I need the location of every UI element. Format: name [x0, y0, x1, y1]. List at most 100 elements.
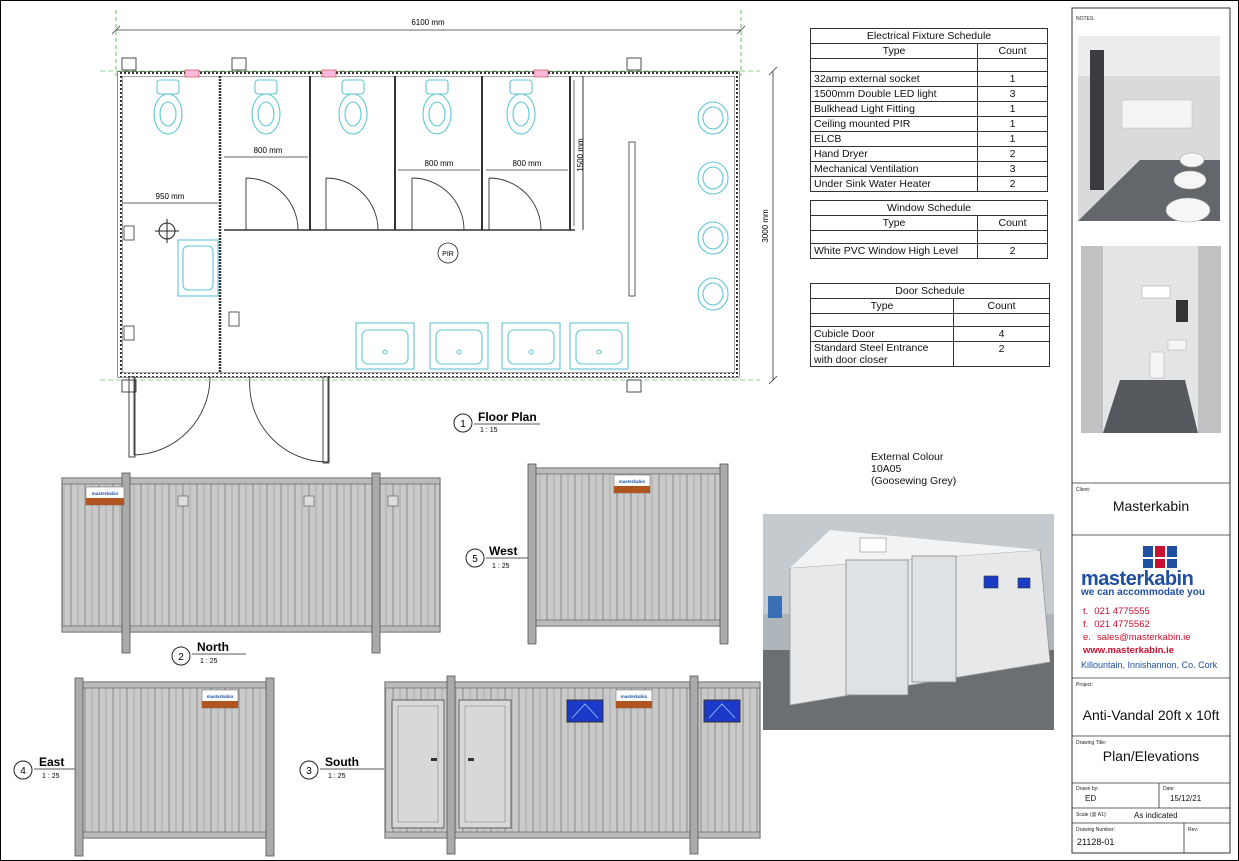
interior-photo-1 [1078, 36, 1220, 223]
electrical-col-count: Count [977, 43, 1048, 59]
drawn-by: ED [1085, 794, 1097, 803]
south-window-1 [566, 699, 604, 723]
website-link[interactable]: www.masterkabin.ie [1083, 645, 1174, 656]
dim-3000: 3000 mm [761, 209, 770, 243]
drawing-number: 21128-01 [1077, 837, 1115, 847]
svg-text:1 : 25: 1 : 25 [328, 773, 346, 780]
floor-plan: PIR 950 mm 800 mm 800 mm 800 mm 1500 mm [117, 57, 740, 464]
door-title: Door Schedule [810, 283, 1050, 299]
svg-text:West: West [489, 544, 517, 558]
overall-width-dimension: 6100 mm [111, 10, 746, 76]
svg-text:1 : 25: 1 : 25 [200, 658, 218, 665]
svg-text:masterkabin: masterkabin [619, 479, 646, 484]
dim-950: 950 mm [156, 192, 185, 201]
email-line[interactable]: e.sales@masterkabin.ie [1083, 632, 1191, 643]
svg-text:1 : 25: 1 : 25 [492, 563, 510, 570]
rev-label: Rev: [1188, 827, 1199, 833]
external-colour-note: External Colour 10A05 (Goosewing Grey) [871, 451, 957, 487]
client-label: Client: [1076, 487, 1091, 493]
svg-text:3: 3 [306, 766, 312, 777]
drawing-title: Plan/Elevations [1102, 748, 1200, 764]
date: 15/12/21 [1170, 794, 1202, 803]
south-door-1 [391, 699, 445, 829]
svg-text:1 : 25: 1 : 25 [42, 773, 60, 780]
window-col-count: Count [977, 215, 1048, 231]
drawing-title-label: Drawing Title: [1076, 740, 1107, 746]
notes-label: NOTES: [1076, 16, 1095, 22]
pir-label: PIR [442, 251, 454, 258]
door-col-count: Count [953, 298, 1050, 314]
electrical-title: Electrical Fixture Schedule [810, 28, 1048, 44]
svg-text:masterkabin: masterkabin [621, 694, 648, 699]
east-elevation: masterkabin [74, 677, 275, 857]
callout-west: 5 West 1 : 25 [465, 544, 528, 570]
date-label: Date: [1163, 786, 1175, 792]
grid-guides [100, 70, 760, 381]
svg-text:masterkabin: masterkabin [207, 694, 234, 699]
svg-text:South: South [325, 755, 359, 769]
south-elevation: masterkabin [384, 675, 761, 855]
svg-text:1 : 15: 1 : 15 [480, 427, 498, 434]
unit-photo [763, 514, 1054, 730]
brand-tagline: we can accommodate you [1081, 587, 1205, 598]
dim-6100: 6100 mm [411, 18, 445, 27]
dim-1500: 1500 mm [576, 138, 585, 172]
fax-line: f.021 4775562 [1083, 619, 1150, 630]
phone-line: t.021 4775555 [1083, 606, 1150, 617]
dim-800-b: 800 mm [425, 159, 454, 168]
title-block-border [1071, 7, 1231, 854]
overall-depth-dimension: 3000 mm [761, 66, 778, 385]
svg-text:masterkabin: masterkabin [92, 491, 119, 496]
svg-text:1: 1 [460, 419, 466, 430]
west-elevation: masterkabin [527, 463, 729, 645]
title-block-grid [1072, 482, 1230, 853]
interior-photo-2 [1081, 246, 1221, 433]
project-label: Project: [1076, 682, 1093, 688]
address: Killountain, Innishannon, Co. Cork [1081, 660, 1218, 670]
drawn-by-label: Drawn by: [1076, 786, 1099, 792]
svg-text:5: 5 [472, 554, 478, 565]
window-col-type: Type [810, 215, 978, 231]
north-elevation: masterkabin [61, 472, 441, 654]
svg-text:2: 2 [178, 652, 184, 663]
electrical-col-type: Type [810, 43, 978, 59]
door-col-type: Type [810, 298, 954, 314]
south-door-2 [458, 699, 512, 829]
masterkabin-logo-icon [1143, 546, 1177, 568]
svg-text:Floor Plan: Floor Plan [478, 410, 537, 424]
dim-800-a: 800 mm [254, 146, 283, 155]
scale-label: Scale (@ A1): [1076, 812, 1107, 818]
pir-sensor-icon [437, 242, 459, 264]
south-window-2 [703, 699, 741, 723]
client-name: Masterkabin [1112, 498, 1190, 514]
svg-text:East: East [39, 755, 64, 769]
callout-floor-plan: 1 Floor Plan 1 : 15 [453, 410, 540, 434]
drawing-number-label: Drawing Number: [1076, 827, 1115, 833]
callout-north: 2 North 1 : 25 [171, 640, 246, 666]
callout-south: 3 South 1 : 25 [299, 755, 384, 780]
callout-east: 4 East 1 : 25 [13, 755, 80, 780]
dim-800-c: 800 mm [513, 159, 542, 168]
scale: As indicated [1134, 811, 1178, 820]
svg-text:North: North [197, 640, 229, 654]
svg-text:4: 4 [20, 766, 26, 777]
project-name: Anti-Vandal 20ft x 10ft [1082, 707, 1220, 723]
brand-name: masterkabin [1081, 568, 1194, 590]
window-title: Window Schedule [810, 200, 1048, 216]
